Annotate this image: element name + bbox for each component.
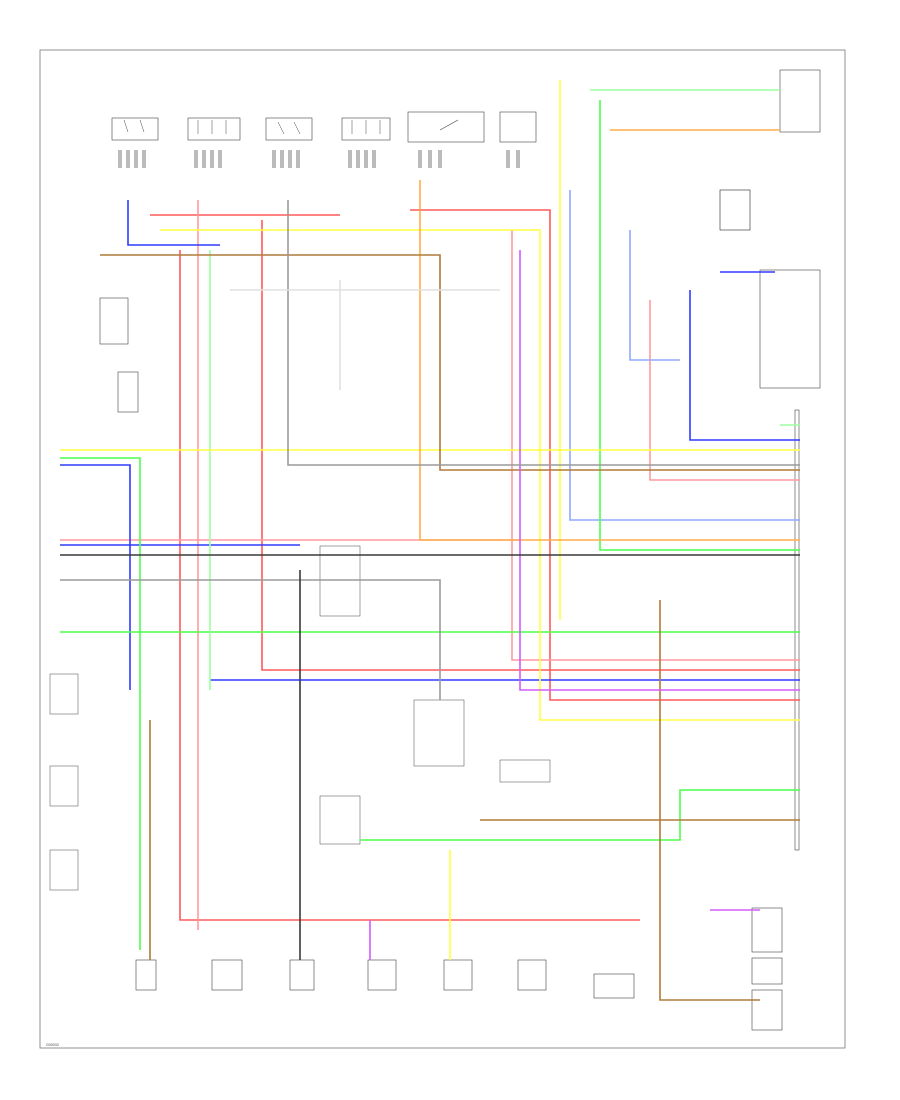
bottom-connector-6	[517, 959, 547, 991]
sensor-right-3	[751, 989, 783, 1031]
switch-top-right	[779, 69, 821, 133]
bottom-connectors	[135, 959, 635, 999]
left-switch-3	[49, 849, 79, 891]
ecm-right-block	[794, 409, 800, 851]
wire-lightgreen-1	[209, 89, 800, 690]
wire-gray-1	[60, 200, 800, 700]
left-components	[49, 297, 139, 891]
wire-yellow-2	[60, 80, 800, 960]
right-components	[719, 69, 821, 1031]
wire-red-3	[410, 209, 800, 701]
wire-blue-3	[60, 271, 800, 690]
wire-orange-1	[419, 129, 800, 541]
wire-blue-2	[60, 544, 800, 681]
top-connector-1	[111, 117, 159, 168]
wire-red-1	[150, 214, 640, 921]
wire-red-2	[261, 220, 800, 671]
bottom-connector-5	[443, 959, 473, 991]
top-connector-2	[187, 117, 241, 168]
connector-right-middle	[759, 269, 821, 389]
wire-green-2	[60, 631, 800, 841]
bottom-connector-3	[289, 959, 315, 991]
center-sensor	[413, 699, 465, 767]
wire-lightblue-1	[569, 190, 800, 521]
left-switch-2	[49, 765, 79, 807]
wire-blue-1	[127, 200, 220, 246]
wire-pink-2	[60, 230, 800, 661]
top-connector-5	[407, 111, 485, 168]
wire-yellow-1	[160, 229, 800, 721]
bottom-connector-7	[593, 973, 635, 999]
top-connector-6	[499, 111, 537, 168]
relay-right	[719, 189, 751, 231]
sensor-right-1	[751, 907, 783, 953]
wire-brown-2	[149, 720, 800, 960]
diagram-border	[39, 49, 846, 1049]
bottom-connector-1	[135, 959, 157, 991]
sensor-right-2	[751, 957, 783, 985]
bottom-connector-4	[367, 959, 397, 991]
top-connector-4	[341, 117, 391, 168]
center-lower-switch	[319, 795, 361, 845]
left-sensor-1	[99, 297, 129, 345]
wire-brown-1	[100, 254, 800, 1001]
wire-violet-1	[369, 250, 800, 960]
top-connector-3	[265, 117, 313, 168]
bottom-connector-2	[211, 959, 243, 991]
wire-black-1	[60, 554, 800, 960]
left-sensor-2	[117, 371, 139, 413]
center-ground-block	[319, 545, 361, 617]
page-code: G00033	[46, 1043, 59, 1047]
wire-green-1	[60, 100, 800, 950]
wire-white-1	[230, 280, 500, 390]
center-components	[319, 545, 551, 845]
top-connectors	[111, 111, 537, 168]
left-switch-1	[49, 673, 79, 715]
center-relay	[499, 759, 551, 783]
wires	[60, 80, 800, 1001]
